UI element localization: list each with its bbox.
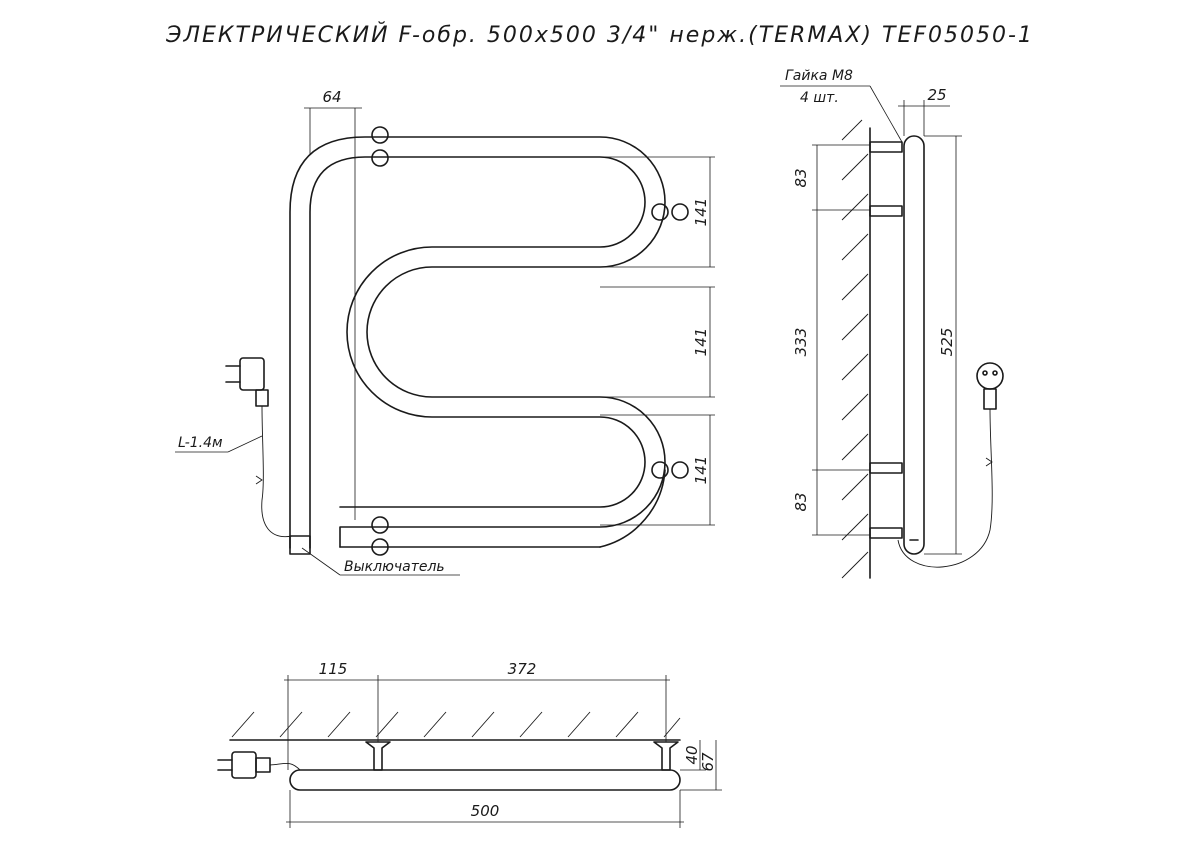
mount-bracket [371,538,389,556]
nut-count: 4 шт. [800,90,839,106]
dim-525: 525 [938,328,956,357]
dim-372: 372 [508,660,537,678]
dim-333: 333 [792,328,810,357]
drawing-title: ЭЛЕКТРИЧЕСКИЙ F-обр. 500х500 3/4" нерж.(… [165,22,1034,48]
top-rail [289,769,681,791]
rail-tube-inner [309,156,646,549]
nut-label: Гайка М8 [785,68,853,84]
dim-141-bottom: 141 [692,456,710,485]
rail-end-cap-arc [599,469,666,548]
power-cable-top [269,762,301,771]
dim-40: 40 [683,745,701,764]
dim-25: 25 [927,86,946,104]
side-view: 83 333 83 525 25 Гайка М8 4 шт. [780,68,1004,579]
switch-label: Выключатель [344,559,445,575]
mount-bracket [671,203,689,221]
switch-body [289,535,311,555]
top-view: 115 372 40 67 500 [217,660,722,828]
dim-141-top: 141 [692,198,710,227]
mount-bracket [651,203,669,221]
cable-length-label: L-1.4м [178,435,223,451]
dim-141-mid: 141 [692,328,710,357]
mount-bracket [371,516,389,534]
wall-hatch [841,119,869,579]
dim-64: 64 [322,88,341,106]
power-cable [261,405,293,538]
mount-bracket [651,461,669,479]
dim-67: 67 [699,752,717,772]
mount-bracket [371,126,389,144]
top-wall-hatch [231,711,681,738]
dim-83-top: 83 [792,168,810,187]
power-plug-top-icon [217,751,271,779]
rail-tube-outer [289,136,666,549]
dim-83-bottom: 83 [792,492,810,511]
side-tube [903,135,925,555]
top-standoff [365,741,679,771]
power-cable-side [897,408,993,568]
dim-500: 500 [471,802,500,820]
mount-bracket [371,149,389,167]
mount-bracket [671,461,689,479]
power-plug-side-icon [976,362,1004,410]
power-plug-icon [225,357,269,407]
dim-115: 115 [319,660,348,678]
standoff [869,141,903,539]
cable-mark [255,475,263,485]
front-view: 64 141 141 141 L-1.4м Выключатель [175,88,715,576]
